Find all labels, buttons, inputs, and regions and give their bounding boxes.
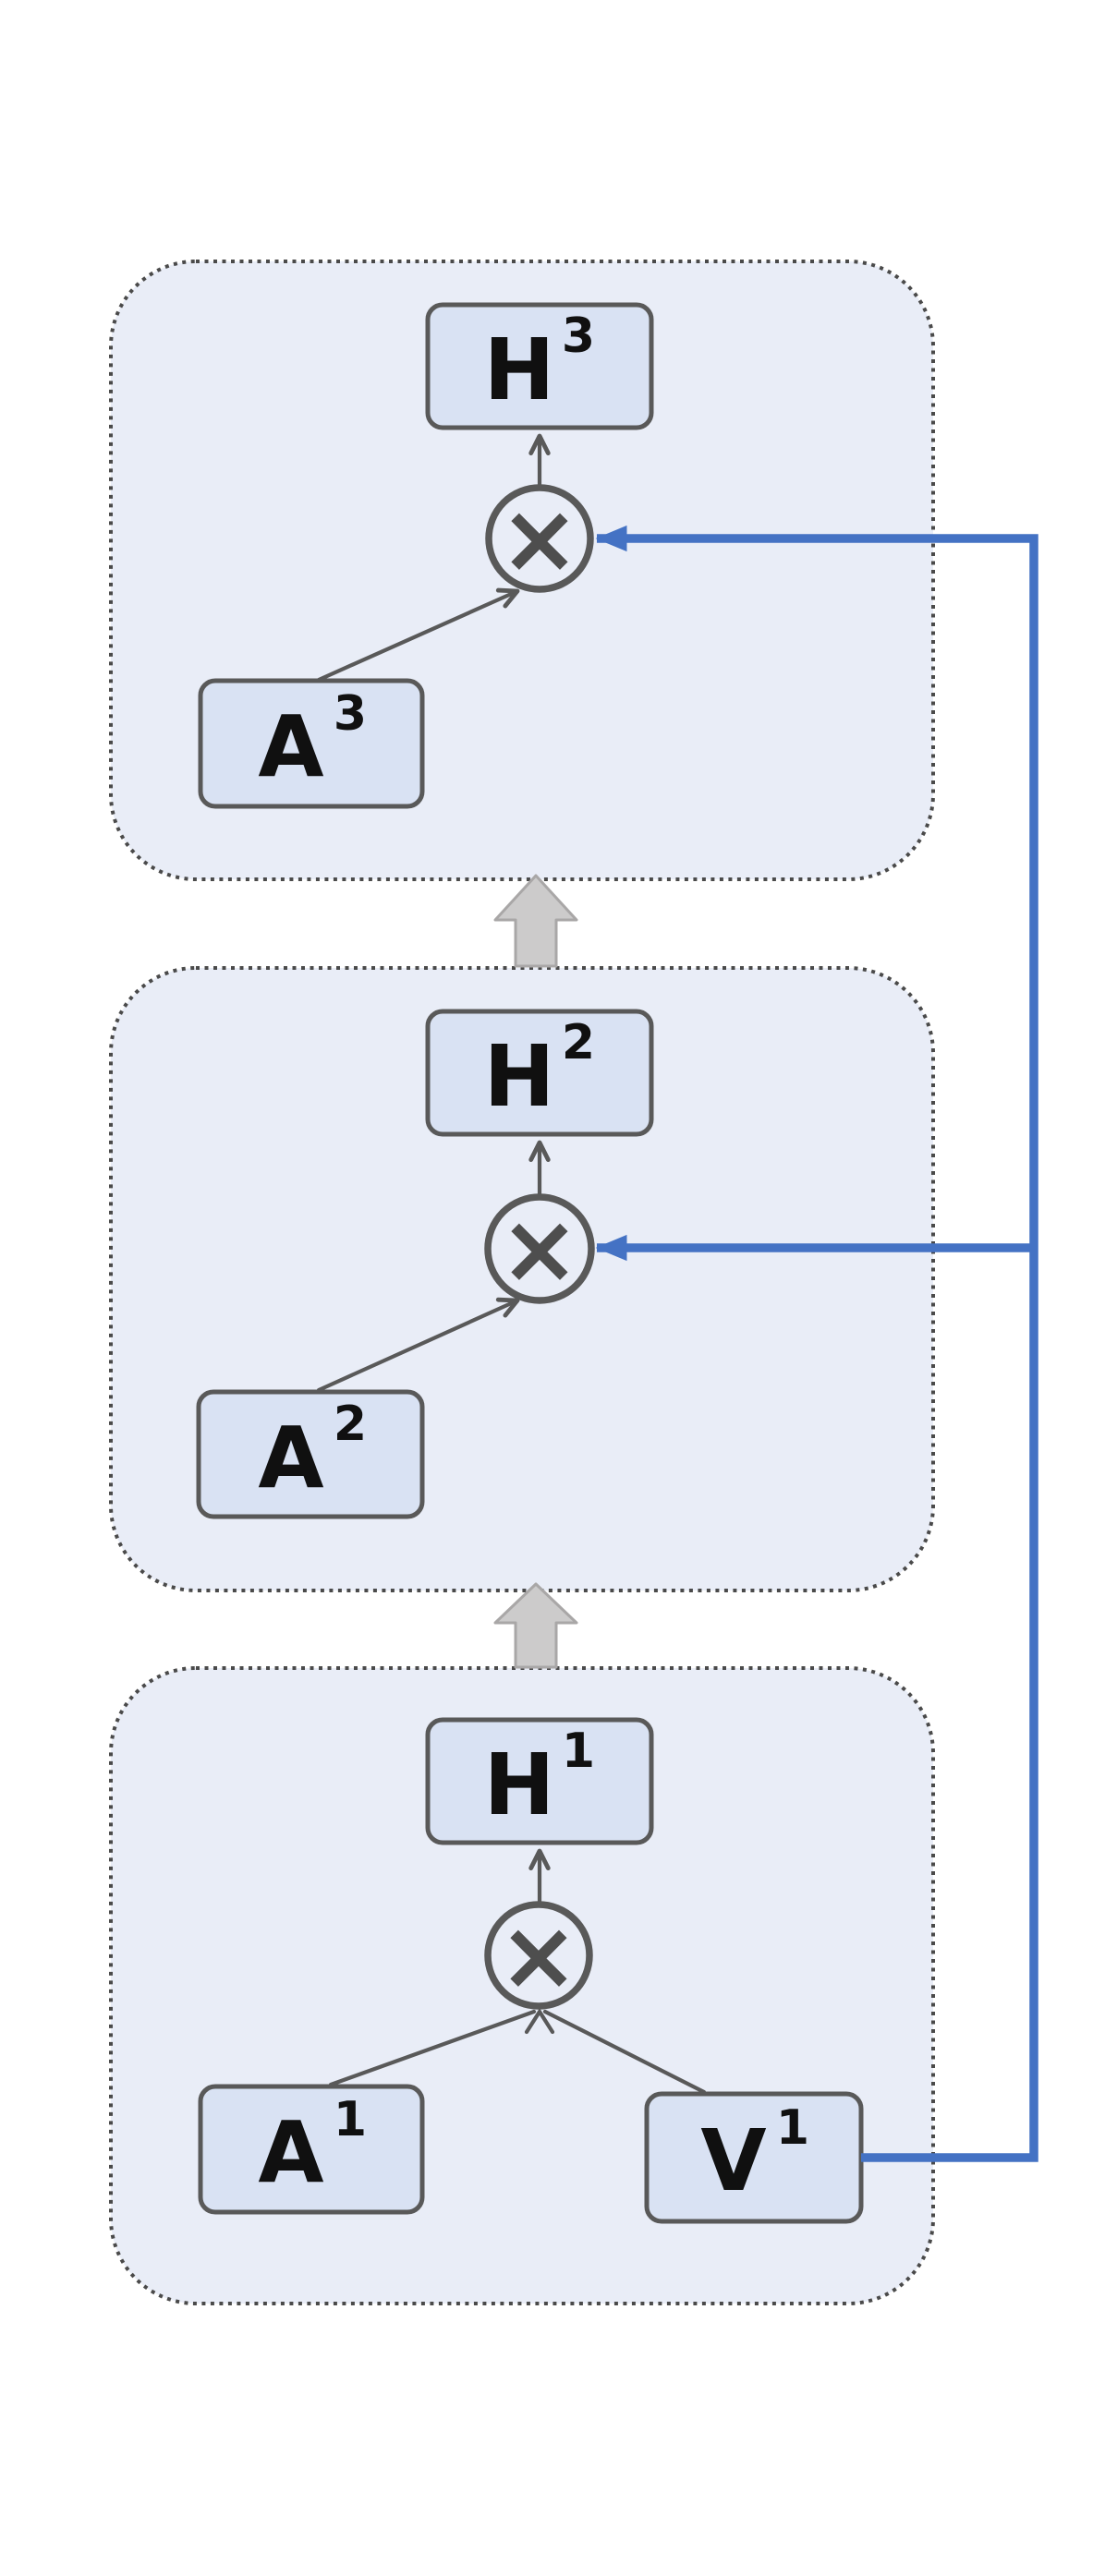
h2-label: H <box>484 1027 555 1126</box>
a2-label: A <box>258 1409 323 1507</box>
v1-label: V <box>700 2111 766 2210</box>
a3-superscript: 3 <box>334 686 367 742</box>
a1-to-multiply-connector <box>328 2009 537 2087</box>
multiply-arrowhead-1 <box>524 2008 555 2035</box>
a3-to-multiply-connector <box>316 587 520 683</box>
a1-box <box>198 2084 425 2215</box>
v1-feed-line-to-layer-3 <box>595 525 1038 2162</box>
a3-label: A <box>258 697 323 796</box>
a2-superscript: 2 <box>334 1397 367 1452</box>
a2-to-multiply-connector <box>316 1297 520 1393</box>
v1-superscript: 1 <box>776 2100 809 2156</box>
h3-box <box>425 302 654 430</box>
h1-superscript: 1 <box>562 1723 595 1779</box>
value-feed-lines <box>595 525 1038 2162</box>
a1-superscript: 1 <box>334 2092 367 2147</box>
layer-3-block: H 3 A 3 × <box>109 260 935 881</box>
layer-2-block: H 2 A 2 × <box>109 966 935 1592</box>
h1-box <box>425 1717 654 1845</box>
multiply-icon-2: × <box>499 1192 579 1305</box>
layer-1-block: H 1 A 1 V 1 × <box>109 1666 935 2305</box>
h1-label: H <box>484 1735 555 1834</box>
multiply-node-3 <box>485 484 594 593</box>
layer-1-to-2-arrow <box>493 874 578 968</box>
multiply-node-1 <box>484 1901 593 2010</box>
multiply-icon-1: × <box>498 1899 578 2012</box>
h3-superscript: 3 <box>562 308 595 364</box>
v1-to-multiply-connector <box>542 2009 707 2095</box>
h2-box <box>425 1009 654 1137</box>
layer-2-to-3-arrow <box>493 1582 578 1669</box>
a1-label: A <box>258 2103 323 2202</box>
multiply-node-2 <box>484 1193 595 1304</box>
multiply-icon-3: × <box>499 482 579 595</box>
h2-superscript: 2 <box>562 1015 595 1070</box>
a2-box <box>196 1389 425 1519</box>
h3-label: H <box>484 320 555 419</box>
a3-box <box>198 678 425 809</box>
